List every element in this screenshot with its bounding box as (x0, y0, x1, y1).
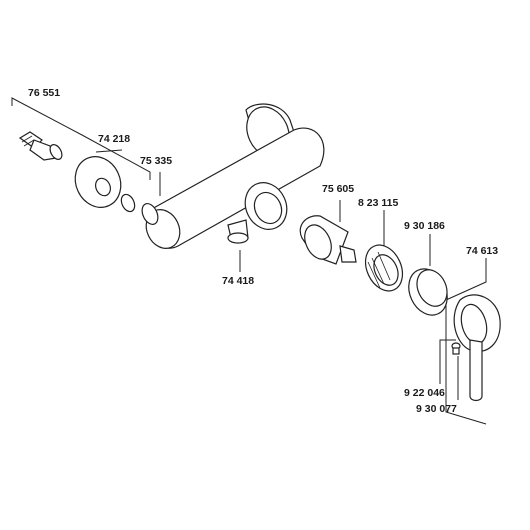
set-screw-part (451, 342, 461, 355)
part-label: 8 23 115 (358, 197, 398, 209)
flange-part (74, 156, 136, 213)
lever-handle-part (453, 294, 501, 402)
part-label: 9 30 077 (416, 403, 457, 415)
cover-ring-part (408, 268, 448, 316)
part-label: 74 418 (222, 275, 254, 287)
part-label: 74 613 (466, 245, 498, 257)
part-label: 9 30 186 (404, 220, 445, 232)
mixer-body-part (141, 103, 325, 249)
part-label: 9 22 046 (404, 387, 445, 399)
part-label: 76 551 (28, 87, 60, 99)
part-labels: 76 551 74 218 75 335 74 418 75 605 8 23 … (28, 87, 498, 415)
part-label: 75 335 (140, 155, 172, 167)
leader-lines (11, 97, 487, 425)
inlet-connector-part (18, 131, 63, 161)
cartridge-part (299, 215, 357, 265)
part-label: 74 218 (98, 133, 130, 145)
part-label: 75 605 (322, 183, 354, 195)
threaded-nut-part (364, 244, 404, 292)
